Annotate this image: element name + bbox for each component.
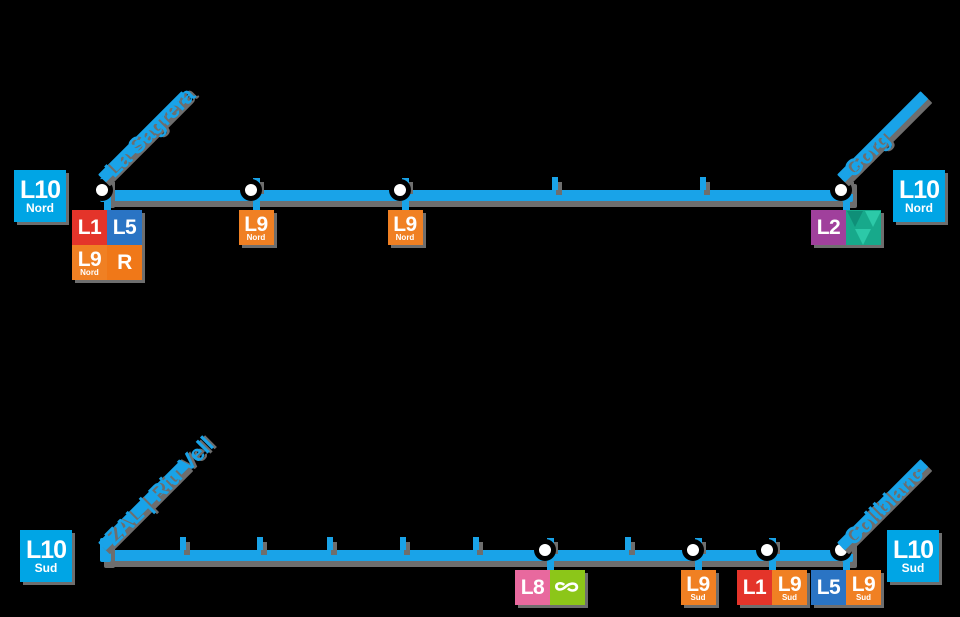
station-name-label: La Sagrera — [99, 81, 200, 183]
minor-stop-tick — [473, 536, 479, 550]
tram-glyph — [846, 210, 881, 245]
minor-stop-tick-shadow — [184, 541, 190, 555]
badge-label: L1 — [77, 215, 102, 239]
badge-label: L9 — [851, 572, 876, 596]
badge-sublabel: Sud — [690, 593, 706, 602]
station-dot[interactable] — [756, 539, 778, 561]
minor-stop-tick — [400, 536, 406, 550]
badge-sublabel: Nord — [246, 233, 266, 242]
minor-stop-tick-shadow — [331, 541, 337, 555]
station-name-label: ZAL | Riu Vell — [99, 431, 219, 551]
station-stem-bottom — [253, 200, 260, 213]
line-trunk-shadow — [104, 195, 857, 207]
fgc-icon[interactable] — [550, 570, 585, 605]
line-trunk-shadow — [104, 555, 857, 567]
station-stem-bottom — [843, 200, 850, 213]
station-dot[interactable] — [389, 179, 411, 201]
tram-icon[interactable] — [846, 210, 881, 245]
badge-l5[interactable]: L5 — [811, 570, 846, 605]
minor-stop-tick — [327, 536, 333, 550]
station-interchange-badges: L8 — [515, 570, 585, 605]
terminal-branch-label: Nord — [905, 201, 933, 215]
station-interchange-badges: L2 — [811, 210, 881, 245]
minor-stop-tick — [700, 176, 706, 190]
minor-stop-tick-shadow — [404, 541, 410, 555]
badge-label: L9 — [244, 212, 268, 236]
badge-sublabel: Sud — [781, 593, 798, 602]
badge-label: L8 — [520, 575, 545, 599]
minor-stop-tick — [552, 176, 558, 190]
fgc-glyph — [554, 581, 578, 592]
terminal-branch-label: Nord — [26, 201, 54, 215]
badge-l8[interactable]: L8 — [515, 570, 550, 605]
terminal-line-number: L10 — [19, 176, 61, 204]
minor-stop-tick-shadow — [477, 541, 483, 555]
terminal-line-number: L10 — [898, 176, 940, 204]
badge-l1[interactable]: L1 — [72, 210, 107, 245]
station-stem-bottom — [769, 560, 776, 573]
station-stem-bottom — [547, 560, 554, 573]
badge-label: L2 — [816, 215, 841, 239]
minor-stop-tick — [625, 536, 631, 550]
badge-l2[interactable]: L2 — [811, 210, 846, 245]
minor-stop-tick — [180, 536, 186, 550]
badge-label: R — [117, 250, 132, 274]
line-trunk — [100, 189, 853, 201]
station-dot[interactable] — [534, 539, 556, 561]
badge-label: L9 — [686, 572, 710, 596]
station-dot[interactable] — [240, 179, 262, 201]
station-stem-bottom — [695, 560, 702, 573]
terminal-branch-label: Sud — [901, 561, 925, 575]
badge-sublabel: Sud — [855, 593, 872, 602]
badge-label: L1 — [742, 575, 767, 599]
badge-label: L9 — [77, 247, 102, 271]
minor-stop-tick-shadow — [556, 181, 562, 195]
station-stem-bottom — [402, 200, 409, 213]
terminal-line-number: L10 — [25, 536, 67, 564]
station-stem-bottom — [843, 560, 850, 573]
minor-stop-tick-shadow — [261, 541, 267, 555]
badge-l1[interactable]: L1 — [737, 570, 772, 605]
badge-label: L9 — [393, 212, 417, 236]
station-stem-bottom — [104, 200, 111, 213]
line-trunk — [100, 549, 853, 561]
badge-sublabel: Nord — [395, 233, 415, 242]
badge-label: L5 — [112, 215, 137, 239]
terminal-line-number: L10 — [892, 536, 934, 564]
terminal-branch-label: Sud — [34, 561, 58, 575]
badge-label: L9 — [777, 572, 802, 596]
badge-sublabel: Nord — [80, 268, 99, 277]
minor-stop-tick — [257, 536, 263, 550]
station-dot[interactable] — [682, 539, 704, 561]
badge-label: L5 — [816, 575, 841, 599]
minor-stop-tick-shadow — [629, 541, 635, 555]
minor-stop-tick-shadow — [704, 181, 710, 195]
badge-l5[interactable]: L5 — [107, 210, 142, 245]
badge-r[interactable]: R — [107, 245, 142, 280]
